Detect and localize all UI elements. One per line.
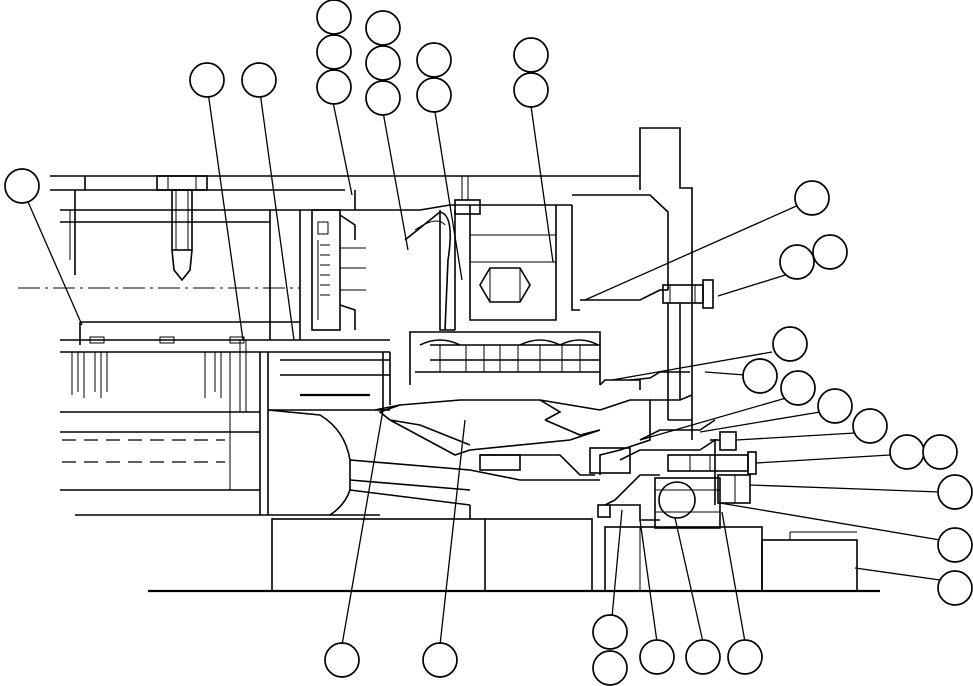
- callout-bubble: [817, 388, 853, 424]
- callout-bubble: [779, 244, 815, 280]
- callout-bubble: [416, 77, 452, 113]
- callout-bubble: [316, 34, 352, 70]
- leader-lines: [24, 91, 941, 646]
- callout-bubble: [727, 639, 763, 675]
- callout-bubble: [422, 642, 458, 678]
- callout-bubble: [4, 168, 40, 204]
- callout-bubble: [772, 326, 808, 362]
- left-housing: [18, 175, 640, 516]
- callout-bubble: [513, 37, 549, 73]
- callout-bubble: [365, 80, 401, 116]
- callout-bubble: [685, 639, 721, 675]
- callout-bubble: [780, 370, 816, 406]
- callout-bubble: [316, 69, 352, 105]
- right-housing: [589, 279, 757, 529]
- callout-bubble: [365, 45, 401, 81]
- callout-bubble: [365, 10, 401, 46]
- callout-bubbles: [4, 0, 973, 686]
- callout-bubble: [937, 474, 973, 510]
- callout-bubble: [922, 434, 958, 470]
- callout-bubble: [937, 527, 973, 563]
- callout-bubble: [513, 72, 549, 108]
- callout-bubble: [316, 0, 352, 35]
- callout-bubble: [852, 408, 888, 444]
- base-plate: [148, 518, 880, 593]
- spindle: [259, 352, 601, 519]
- hold-down-bolt: [156, 175, 208, 282]
- callout-bubble: [937, 570, 973, 606]
- clamp-bracket: [311, 209, 366, 331]
- callout-bubble: [592, 650, 628, 686]
- callout-bubble: [639, 639, 675, 675]
- callout-bubble: [592, 614, 628, 650]
- callout-bubble: [742, 358, 778, 394]
- callout-bubble: [416, 42, 452, 78]
- clutch-assembly: [409, 331, 641, 390]
- callout-bubble: [794, 180, 830, 216]
- callout-bubble: [189, 62, 225, 98]
- callout-bubble: [324, 642, 360, 678]
- center-housing: [354, 127, 693, 440]
- callout-bubble: [241, 62, 277, 98]
- callout-bubble: [812, 234, 848, 270]
- callout-bubble: [889, 434, 925, 470]
